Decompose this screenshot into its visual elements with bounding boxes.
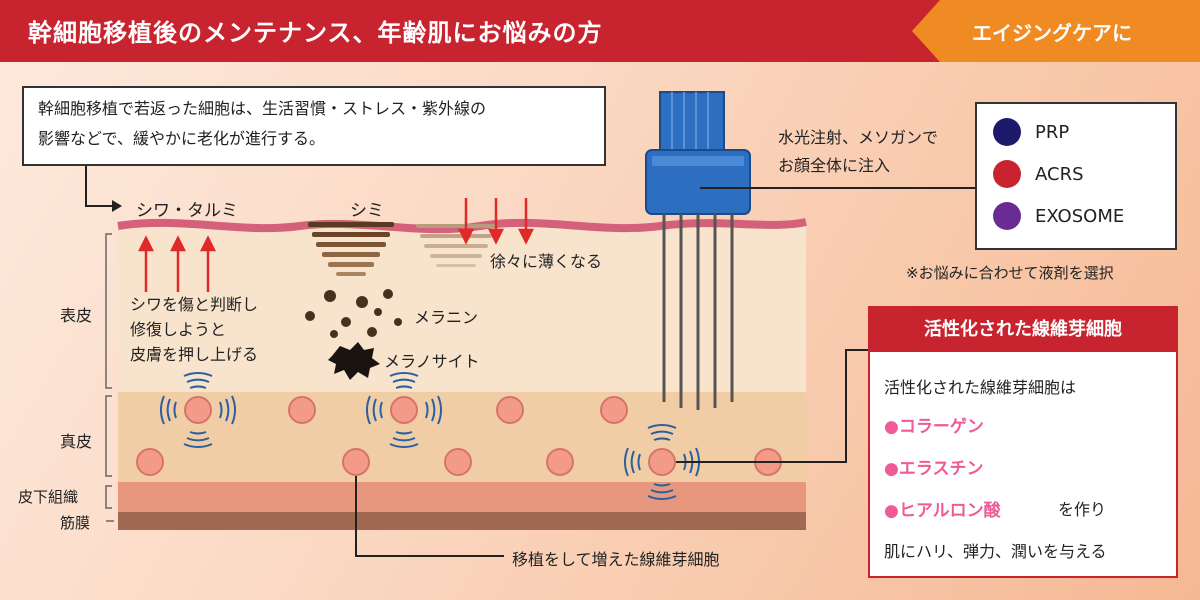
subcutis-label: 皮下組織 xyxy=(18,488,79,506)
injection-text: 水光注射、メソガンで お顔全体に注入 xyxy=(778,124,938,180)
card-intro: 活性化された線維芽細胞は xyxy=(884,378,1077,397)
acrs-dot xyxy=(993,160,1021,188)
card-item-hyaluronic: ●ヒアルロン酸 xyxy=(884,501,1001,521)
exosome-dot xyxy=(993,202,1021,230)
dermis-label: 真皮 xyxy=(60,432,93,451)
aging-note-line1: 幹細胞移植で若返った細胞は、生活習慣・ストレス・紫外線の xyxy=(38,99,487,118)
injector-device xyxy=(645,91,751,410)
wrinkle-label: シワ・タルミ xyxy=(136,201,238,221)
fascia-layer xyxy=(118,512,806,530)
dark-spot xyxy=(308,222,394,276)
aging-note-box: 幹細胞移植で若返った細胞は、生活習慣・ストレス・紫外線の 影響などで、緩やかに老… xyxy=(22,86,606,166)
legend-label-exosome: EXOSOME xyxy=(1035,205,1125,227)
card-outro: 肌にハリ、弾力、潤いを与える xyxy=(884,542,1107,561)
repair-line2: 修復しようと xyxy=(130,320,227,339)
activity-waves xyxy=(159,371,701,501)
legend-item-exosome: EXOSOME xyxy=(993,196,1124,236)
fascia-label: 筋膜 xyxy=(60,514,91,532)
card-title: 活性化された線維芽細胞 xyxy=(870,308,1176,352)
epidermis-layer xyxy=(118,222,806,392)
aging-note-line2: 影響などで、緩やかに老化が進行する。 xyxy=(38,129,326,148)
page-title: 幹細胞移植後のメンテナンス、年齢肌にお悩みの方 xyxy=(28,19,603,47)
transplanted-fibroblast-label: 移植をして増えた線維芽細胞 xyxy=(512,550,720,569)
fibroblast-cells xyxy=(136,396,782,476)
layer-brackets xyxy=(105,233,114,522)
push-up-arrows xyxy=(137,235,217,292)
injection-line2: お顔全体に注入 xyxy=(778,156,891,175)
choose-solution-note: ※お悩みに合わせて液剤を選択 xyxy=(906,264,1114,282)
melanocyte-label: メラノサイト xyxy=(384,352,480,371)
fading-spot xyxy=(416,224,496,267)
repair-line1: シワを傷と判断し xyxy=(130,295,259,314)
repair-text: シワを傷と判断し 修復しようと 皮膚を押し上げる xyxy=(130,292,258,367)
legend-item-prp: PRP xyxy=(993,112,1069,152)
fade-label: 徐々に薄くなる xyxy=(490,252,603,271)
legend-label-acrs: ACRS xyxy=(1035,163,1084,185)
card-item-collagen: ●コラーゲン xyxy=(884,417,984,437)
melanocyte-shape xyxy=(328,342,380,380)
prp-dot xyxy=(993,118,1021,146)
legend-item-acrs: ACRS xyxy=(993,154,1084,194)
aging-care-tag-label: エイジングケアに xyxy=(972,21,1132,45)
activated-fibroblast-card: 活性化された線維芽細胞 活性化された線維芽細胞は ●コラーゲン ●エラスチン ●… xyxy=(868,306,1178,578)
repair-line3: 皮膚を押し上げる xyxy=(130,345,259,364)
solution-legend: PRP ACRS EXOSOME xyxy=(975,102,1177,250)
header-bar: 幹細胞移植後のメンテナンス、年齢肌にお悩みの方 エイジングケアに xyxy=(0,0,1200,62)
aging-care-tag: エイジングケアに xyxy=(912,0,1200,62)
spot-label: シミ xyxy=(350,201,384,221)
subcutis-layer xyxy=(118,482,806,512)
melanin-particles xyxy=(305,289,402,338)
legend-label-prp: PRP xyxy=(1035,121,1070,143)
fade-arrows xyxy=(457,198,535,245)
transplant-connector xyxy=(355,476,504,557)
card-item3-suffix: を作り xyxy=(1058,500,1107,519)
note-pointer-line xyxy=(85,166,112,207)
card-connector xyxy=(676,349,868,463)
card-item-elastin: ●エラスチン xyxy=(884,459,984,479)
melanin-label: メラニン xyxy=(414,308,479,327)
epidermis-label: 表皮 xyxy=(60,306,93,325)
note-pointer-arrow xyxy=(112,200,122,212)
injection-line1: 水光注射、メソガンで xyxy=(778,128,939,147)
